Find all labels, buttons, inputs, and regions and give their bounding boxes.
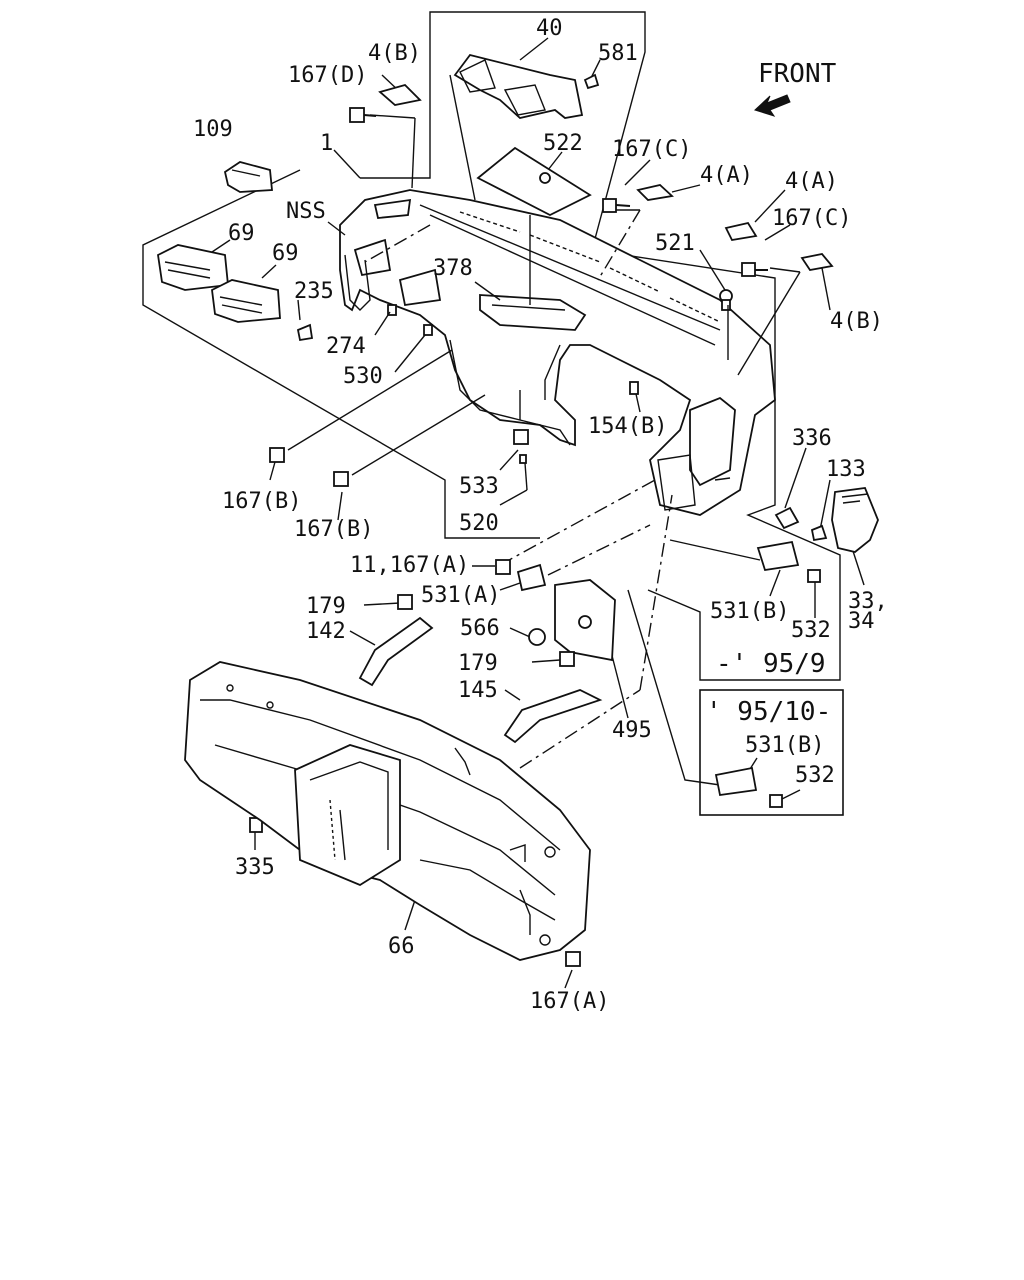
cross-car-beam — [184, 661, 591, 961]
instrument-panel — [339, 189, 776, 516]
callout-531b-a: 531(B) — [710, 599, 789, 624]
callout-179-a: 179 — [306, 594, 346, 619]
callout-154b: 154(B) — [588, 414, 667, 439]
callout-167c-b: 167(C) — [772, 206, 851, 231]
callout-66: 66 — [388, 934, 415, 959]
callout-533: 533 — [459, 474, 499, 499]
callout-11-167a: 11,167(A) — [350, 553, 469, 578]
callout-labels: FRONT 40 581 4(B) 167(D) 109 1 522 167(C… — [193, 16, 888, 1014]
callout-142: 142 — [306, 619, 346, 644]
callout-531b-b: 531(B) — [745, 733, 824, 758]
callout-532-b: 532 — [795, 763, 835, 788]
callout-4a-a: 4(A) — [700, 163, 753, 188]
callout-nss: NSS — [286, 199, 326, 224]
callout-34: 34 — [848, 609, 875, 634]
callout-532-a: 532 — [791, 618, 831, 643]
callout-336: 336 — [792, 426, 832, 451]
variant-late-label: ' 95/10- — [706, 697, 831, 727]
callout-69-a: 69 — [228, 221, 255, 246]
callout-378: 378 — [433, 256, 473, 281]
callout-167b-b: 167(B) — [294, 517, 373, 542]
callout-109: 109 — [193, 117, 233, 142]
callout-167c-a: 167(C) — [612, 137, 691, 162]
callout-167d: 167(D) — [288, 63, 367, 88]
leader-lines — [211, 37, 865, 989]
callout-145: 145 — [458, 678, 498, 703]
callout-530: 530 — [343, 364, 383, 389]
callout-4b-top: 4(B) — [368, 41, 421, 66]
outline-frames — [142, 11, 844, 816]
callout-581: 581 — [598, 41, 638, 66]
callout-33: 33, — [848, 589, 888, 614]
callout-167a: 167(A) — [530, 989, 609, 1014]
callout-179-b: 179 — [458, 651, 498, 676]
callout-133: 133 — [826, 457, 866, 482]
variant-box-late — [699, 689, 844, 816]
callout-566: 566 — [460, 616, 500, 641]
fasteners-and-parts — [157, 53, 879, 967]
callout-1: 1 — [320, 131, 333, 156]
callout-274: 274 — [326, 334, 366, 359]
callout-522: 522 — [543, 131, 583, 156]
callout-495: 495 — [612, 718, 652, 743]
variant-early-label: -' 95/9 — [716, 649, 826, 679]
front-label: FRONT — [758, 59, 837, 89]
callout-167b-a: 167(B) — [222, 489, 301, 514]
callout-4a-b: 4(A) — [785, 169, 838, 194]
callout-4b-right: 4(B) — [830, 309, 883, 334]
callout-40: 40 — [536, 16, 563, 41]
callout-521: 521 — [655, 231, 695, 256]
callout-531a: 531(A) — [421, 583, 500, 608]
callout-335: 335 — [235, 855, 275, 880]
callout-520: 520 — [459, 511, 499, 536]
callout-235: 235 — [294, 279, 334, 304]
front-arrow-icon — [754, 94, 791, 117]
callout-69-b: 69 — [272, 241, 299, 266]
